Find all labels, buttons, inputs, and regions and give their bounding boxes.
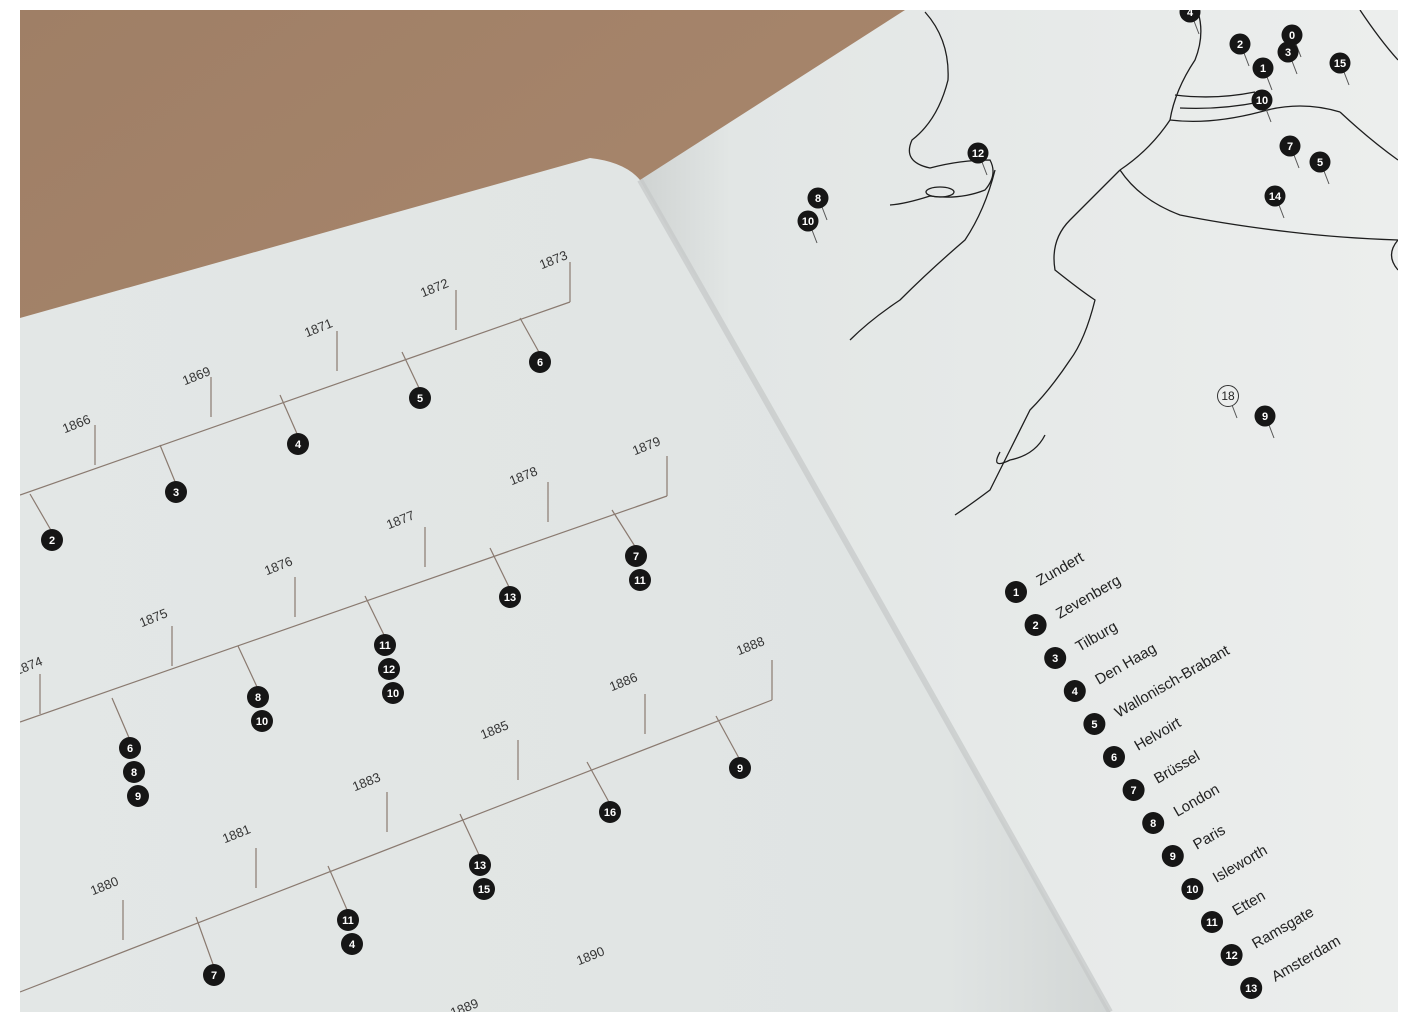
legend-number: 10 bbox=[1186, 884, 1198, 896]
location-pin: 6 bbox=[119, 737, 141, 759]
location-pin: 3 bbox=[165, 481, 187, 503]
legend-number: 3 bbox=[1052, 653, 1058, 665]
location-pin: 11 bbox=[374, 634, 396, 656]
location-pin: 7 bbox=[625, 545, 647, 567]
location-pin: 6 bbox=[529, 351, 551, 373]
location-pin: 11 bbox=[629, 569, 651, 591]
legend-number: 5 bbox=[1091, 719, 1097, 731]
location-pin: 7 bbox=[203, 964, 225, 986]
location-pin: 10 bbox=[382, 682, 404, 704]
marker-number: 4 bbox=[1187, 10, 1194, 19]
marker-number: 8 bbox=[815, 193, 821, 205]
location-pin: 5 bbox=[409, 387, 431, 409]
location-pin: 4 bbox=[287, 433, 309, 455]
pin-number: 7 bbox=[633, 551, 639, 563]
location-pin: 9 bbox=[127, 785, 149, 807]
legend-number: 9 bbox=[1170, 851, 1176, 863]
pin-number: 11 bbox=[634, 575, 646, 587]
marker-number: 18 bbox=[1221, 389, 1235, 403]
pin-number: 9 bbox=[135, 791, 141, 803]
marker-number: 12 bbox=[972, 148, 984, 160]
marker-number: 14 bbox=[1269, 191, 1282, 203]
marker-number: 10 bbox=[802, 216, 814, 228]
location-pin: 13 bbox=[499, 586, 521, 608]
legend-number: 6 bbox=[1111, 752, 1117, 764]
pin-number: 9 bbox=[737, 763, 743, 775]
marker-number: 10 bbox=[1256, 95, 1268, 107]
location-pin: 15 bbox=[473, 878, 495, 900]
pin-number: 13 bbox=[504, 592, 516, 604]
pin-number: 6 bbox=[537, 357, 543, 369]
legend-number: 4 bbox=[1072, 686, 1079, 698]
legend-number: 12 bbox=[1225, 950, 1237, 962]
marker-number: 5 bbox=[1317, 157, 1323, 169]
location-pin: 11 bbox=[337, 909, 359, 931]
pin-number: 6 bbox=[127, 743, 133, 755]
marker-number: 0 bbox=[1289, 30, 1295, 42]
pin-number: 8 bbox=[131, 767, 137, 779]
legend-number: 13 bbox=[1245, 983, 1257, 995]
pin-number: 3 bbox=[173, 487, 179, 499]
location-pin: 4 bbox=[341, 933, 363, 955]
pin-number: 8 bbox=[255, 692, 261, 704]
pin-number: 4 bbox=[349, 939, 356, 951]
pin-number: 16 bbox=[604, 807, 616, 819]
legend-number: 8 bbox=[1150, 818, 1156, 830]
pin-number: 4 bbox=[295, 439, 302, 451]
pin-number: 10 bbox=[256, 716, 268, 728]
location-pin: 2 bbox=[41, 529, 63, 551]
legend-number: 11 bbox=[1206, 917, 1218, 929]
location-pin: 8 bbox=[123, 761, 145, 783]
marker-number: 1 bbox=[1260, 63, 1266, 75]
location-pin: 10 bbox=[251, 710, 273, 732]
pin-number: 7 bbox=[211, 970, 217, 982]
photograph: 1866186918711872187323456187418751876187… bbox=[20, 10, 1398, 1012]
location-pin: 8 bbox=[247, 686, 269, 708]
marker-number: 15 bbox=[1334, 58, 1346, 70]
pin-number: 13 bbox=[474, 860, 486, 872]
location-pin: 12 bbox=[378, 658, 400, 680]
open-book-photo: 1866186918711872187323456187418751876187… bbox=[20, 10, 1398, 1012]
marker-number: 2 bbox=[1237, 39, 1243, 51]
pin-number: 11 bbox=[379, 640, 391, 652]
location-pin: 13 bbox=[469, 854, 491, 876]
marker-number: 7 bbox=[1287, 141, 1293, 153]
location-pin: 9 bbox=[729, 757, 751, 779]
pin-number: 10 bbox=[387, 688, 399, 700]
pin-number: 11 bbox=[342, 915, 354, 927]
pin-number: 12 bbox=[383, 664, 395, 676]
pin-number: 2 bbox=[49, 535, 55, 547]
marker-number: 9 bbox=[1262, 411, 1268, 423]
location-pin: 16 bbox=[599, 801, 621, 823]
pin-number: 5 bbox=[417, 393, 423, 405]
pin-number: 15 bbox=[478, 884, 490, 896]
marker-number: 3 bbox=[1285, 47, 1291, 59]
legend-number: 7 bbox=[1131, 785, 1137, 797]
legend-number: 2 bbox=[1033, 620, 1039, 632]
legend-number: 1 bbox=[1013, 587, 1019, 599]
